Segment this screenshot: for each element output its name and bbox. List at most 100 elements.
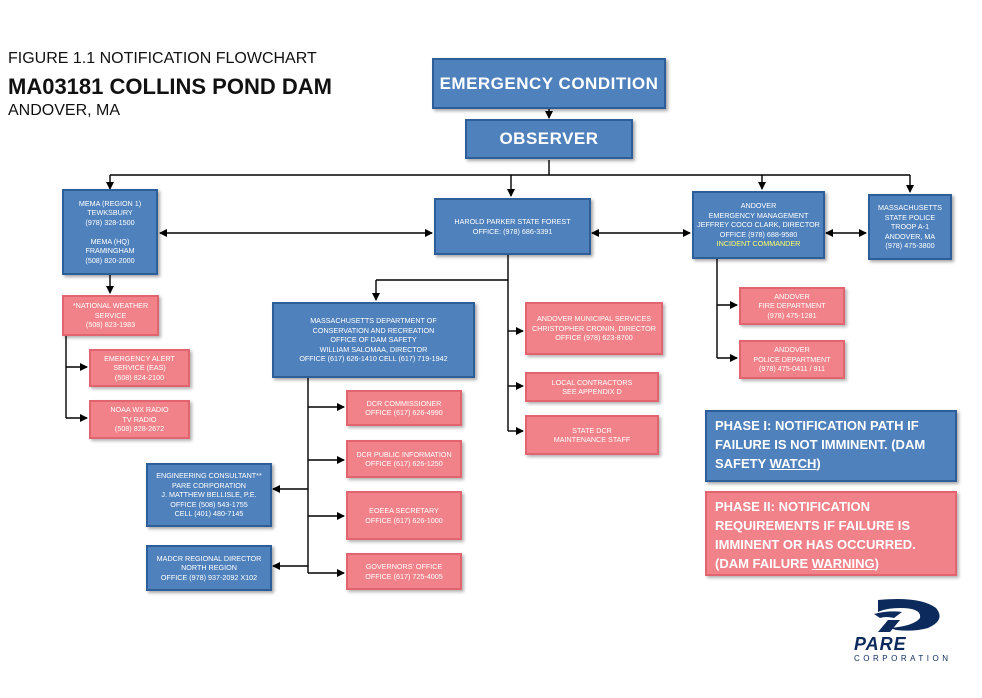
madcr-regional-director-box: MADCR REGIONAL DIRECTOR NORTH REGION OFF…: [146, 545, 272, 591]
box-line: (508) 823-1983: [85, 320, 136, 330]
box-line: EMERGENCY ALERT: [104, 353, 175, 363]
phase-1-legend: PHASE I: NOTIFICATION PATH IF FAILURE IS…: [705, 410, 957, 482]
box-line: OFFICE (978) 937-2092 X102: [160, 572, 258, 582]
box-line: MASSACHUSETTS DEPARTMENT OF: [310, 316, 437, 326]
box-line: MADCR REGIONAL DIRECTOR: [156, 553, 262, 563]
box-line: MASSACHUSETTS: [878, 203, 942, 213]
box-line: (508) 820-2000: [85, 255, 135, 265]
box-line: SERVICE: [94, 310, 127, 320]
observer-box: OBSERVER: [465, 119, 633, 159]
box-line: DCR PUBLIC INFORMATION: [356, 449, 452, 459]
dcr-public-information-box: DCR PUBLIC INFORMATION OFFICE (617) 626-…: [346, 440, 462, 478]
box-line: ANDOVER: [740, 201, 777, 211]
box-line: CELL (401) 480-7145: [174, 509, 244, 519]
location: ANDOVER, MA: [8, 102, 121, 119]
box-line: ANDOVER: [774, 291, 810, 301]
mass-dcr-box: MASSACHUSETTS DEPARTMENT OF CONSERVATION…: [272, 302, 475, 378]
box-line: EOEEA SECRETARY: [369, 506, 439, 515]
phase-2-end: ): [874, 556, 879, 571]
box-line: DCR COMMISSIONER: [366, 398, 442, 408]
box-line: ENGINEERING CONSULTANT**: [156, 471, 262, 481]
andover-municipal-services-box: ANDOVER MUNICIPAL SERVICES CHRISTOPHER C…: [525, 302, 663, 355]
engineering-consultant-box: ENGINEERING CONSULTANT** PARE CORPORATIO…: [146, 463, 272, 527]
box-line: (978) 475-1281: [767, 310, 817, 320]
governors-office-box: GOVERNORS' OFFICE OFFICE (617) 725-4005: [346, 553, 462, 590]
box-line: SERVICE (EAS): [113, 363, 166, 373]
state-police-box: MASSACHUSETTS STATE POLICE TROOP A-1 AND…: [868, 194, 952, 260]
box-line: CONSERVATION AND RECREATION: [312, 325, 435, 335]
box-line: MEMA (HQ): [90, 236, 130, 246]
phase-1-text: PHASE I: NOTIFICATION PATH IF FAILURE IS…: [715, 418, 926, 471]
box-line: EMERGENCY MANAGEMENT: [708, 210, 809, 220]
harold-parker-box: HAROLD PARKER STATE FOREST OFFICE: (978)…: [434, 198, 591, 255]
box-line: *NATIONAL WEATHER: [72, 301, 149, 311]
box-line: OFFICE: (978) 686-3391: [472, 226, 553, 236]
box-line: OFFICE (978) 623-8700: [555, 333, 633, 343]
box-line: PARE CORPORATION: [171, 480, 246, 490]
box-line: CHRISTOPHER CRONIN, DIRECTOR: [532, 323, 656, 333]
box-line: (508) 828-2672: [114, 424, 165, 434]
national-weather-service-box: *NATIONAL WEATHER SERVICE (508) 823-1983: [62, 295, 159, 336]
box-line: WILLIAM SALOMAA, DIRECTOR: [319, 344, 428, 354]
emergency-condition-label: EMERGENCY CONDITION: [439, 73, 659, 93]
box-line: STATE POLICE: [884, 212, 936, 222]
box-line: ANDOVER: [774, 345, 810, 355]
box-line: NORTH REGION: [181, 563, 237, 573]
box-line: NOAA WX RADIO: [110, 405, 169, 415]
box-line: ANDOVER, MA: [884, 231, 936, 241]
box-line: [109, 227, 111, 237]
box-line: JEFFREY COCO CLARK, DIRECTOR: [697, 220, 820, 230]
box-line: OFFICE (617) 626-1410 CELL (617) 719-194…: [299, 354, 448, 364]
box-line: ANDOVER MUNICIPAL SERVICES: [536, 314, 652, 324]
box-line: LOCAL CONTRACTORS: [551, 377, 633, 387]
box-line: OFFICE (617) 626-1000: [365, 515, 443, 525]
figure-label: FIGURE 1.1 NOTIFICATION FLOWCHART: [8, 50, 317, 67]
emergency-condition-box: EMERGENCY CONDITION: [432, 58, 666, 109]
box-line: GOVERNORS' OFFICE: [365, 562, 443, 571]
box-line: POLICE DEPARTMENT: [753, 354, 831, 364]
observer-label: OBSERVER: [499, 129, 599, 148]
box-line: (978) 475-0411 / 911: [758, 364, 826, 374]
logo-subtitle: CORPORATION: [854, 654, 952, 663]
box-line: TROOP A-1: [890, 222, 930, 232]
dcr-commissioner-box: DCR COMMISSIONER OFFICE (617) 626-4990: [346, 390, 462, 426]
box-line: OFFICE (978) 688-9580: [719, 229, 798, 239]
dam-title: MA03181 COLLINS POND DAM: [8, 74, 332, 99]
box-line: J. MATTHEW BELLISLE, P.E.: [161, 490, 257, 500]
phase-2-legend: PHASE II: NOTIFICATION REQUIREMENTS IF F…: [705, 491, 957, 576]
mema-box: MEMA (REGION 1) TEWKSBURY (978) 328-1500…: [62, 189, 158, 275]
box-line: TV RADIO: [122, 414, 157, 424]
noaa-radio-box: NOAA WX RADIO TV RADIO (508) 828-2672: [89, 400, 190, 439]
andover-fire-department-box: ANDOVER FIRE DEPARTMENT (978) 475-1281: [739, 287, 845, 325]
phase-1-end: ): [816, 456, 821, 471]
box-line: SEE APPENDIX D: [562, 387, 622, 396]
box-line: OFFICE (617) 626-4990: [365, 408, 443, 417]
pare-logo-mark: [874, 599, 940, 632]
box-line: (978) 475-3800: [885, 241, 935, 251]
eoeea-secretary-box: EOEEA SECRETARY OFFICE (617) 626-1000: [346, 491, 462, 540]
box-line: MAINTENANCE STAFF: [553, 435, 631, 444]
logo-name: PARE: [854, 634, 907, 654]
incident-commander-label: INCIDENT COMMANDER: [716, 239, 801, 249]
phase-2-warning: WARNING: [811, 556, 875, 571]
andover-police-department-box: ANDOVER POLICE DEPARTMENT (978) 475-0411…: [739, 340, 845, 379]
phase-1-watch: WATCH: [769, 456, 817, 471]
box-line: MEMA (REGION 1): [78, 198, 142, 208]
box-line: OFFICE (508) 543-1755: [170, 499, 248, 509]
box-line: STATE DCR: [572, 425, 612, 435]
andover-emergency-management-box: ANDOVER EMERGENCY MANAGEMENT JEFFREY COC…: [692, 191, 825, 259]
box-line: OFFICE (617) 725-4005: [365, 571, 443, 581]
box-line: TEWKSBURY: [87, 208, 133, 218]
box-line: (978) 328-1500: [85, 217, 135, 227]
box-line: FRAMINGHAM: [85, 246, 135, 256]
box-line: OFFICE (617) 626-1250: [365, 459, 443, 468]
phase-2-text: PHASE II: NOTIFICATION REQUIREMENTS IF F…: [715, 499, 916, 571]
local-contractors-box: LOCAL CONTRACTORS SEE APPENDIX D: [525, 372, 659, 402]
box-line: OFFICE OF DAM SAFETY: [330, 335, 417, 345]
box-line: HAROLD PARKER STATE FOREST: [454, 217, 571, 226]
emergency-alert-service-box: EMERGENCY ALERT SERVICE (EAS) (508) 824-…: [89, 349, 190, 387]
state-dcr-maintenance-box: STATE DCR MAINTENANCE STAFF: [525, 415, 659, 455]
box-line: (508) 824-2100: [114, 372, 165, 382]
box-line: FIRE DEPARTMENT: [758, 301, 826, 311]
